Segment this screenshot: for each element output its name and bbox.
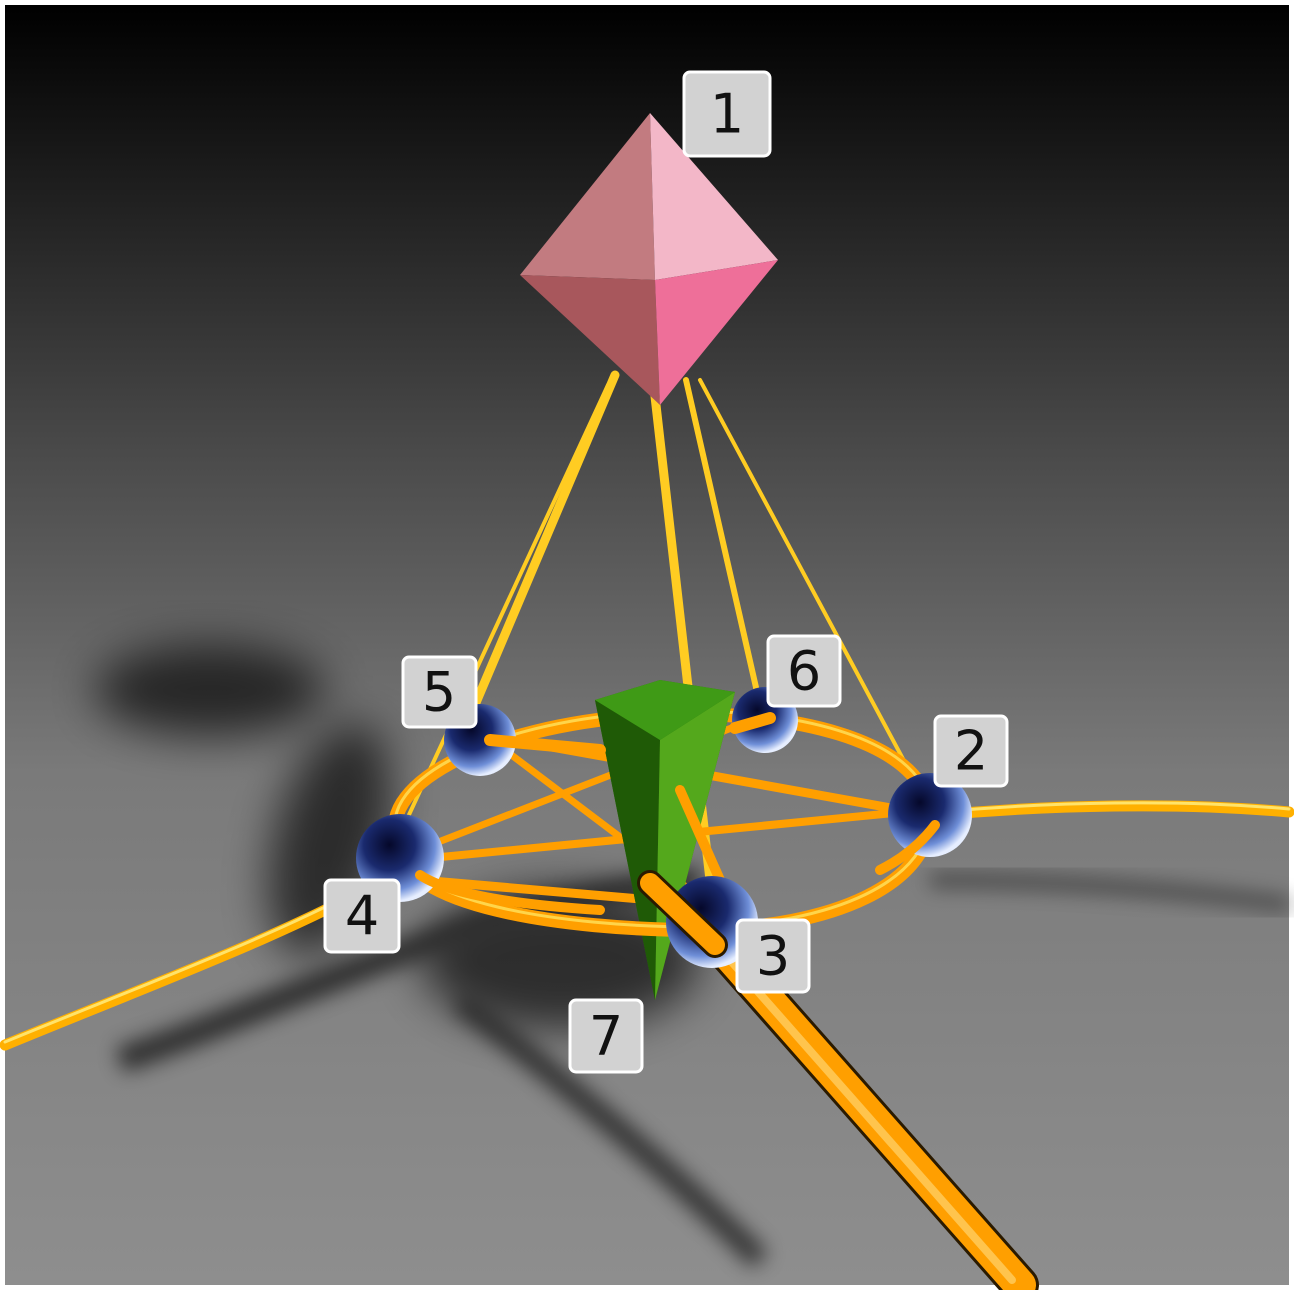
octahedron-node-1 bbox=[520, 113, 778, 405]
label-7-text: 7 bbox=[589, 1005, 623, 1068]
label-2-text: 2 bbox=[954, 720, 988, 783]
label-3: 3 bbox=[735, 918, 811, 994]
label-7: 7 bbox=[568, 998, 644, 1074]
label-5-text: 5 bbox=[422, 661, 456, 724]
long-tubes bbox=[0, 800, 1294, 1290]
label-1-text: 1 bbox=[710, 83, 744, 146]
label-4: 4 bbox=[323, 878, 401, 954]
label-4-text: 4 bbox=[345, 885, 379, 948]
sphere-node-2 bbox=[888, 773, 972, 857]
label-6-text: 6 bbox=[787, 640, 821, 703]
label-2: 2 bbox=[933, 714, 1009, 788]
label-6: 6 bbox=[766, 634, 842, 708]
label-3-text: 3 bbox=[756, 925, 790, 988]
label-5: 5 bbox=[401, 655, 478, 729]
sphere-node-3 bbox=[666, 876, 758, 968]
tube-stubs bbox=[415, 712, 940, 958]
label-1: 1 bbox=[682, 70, 772, 158]
